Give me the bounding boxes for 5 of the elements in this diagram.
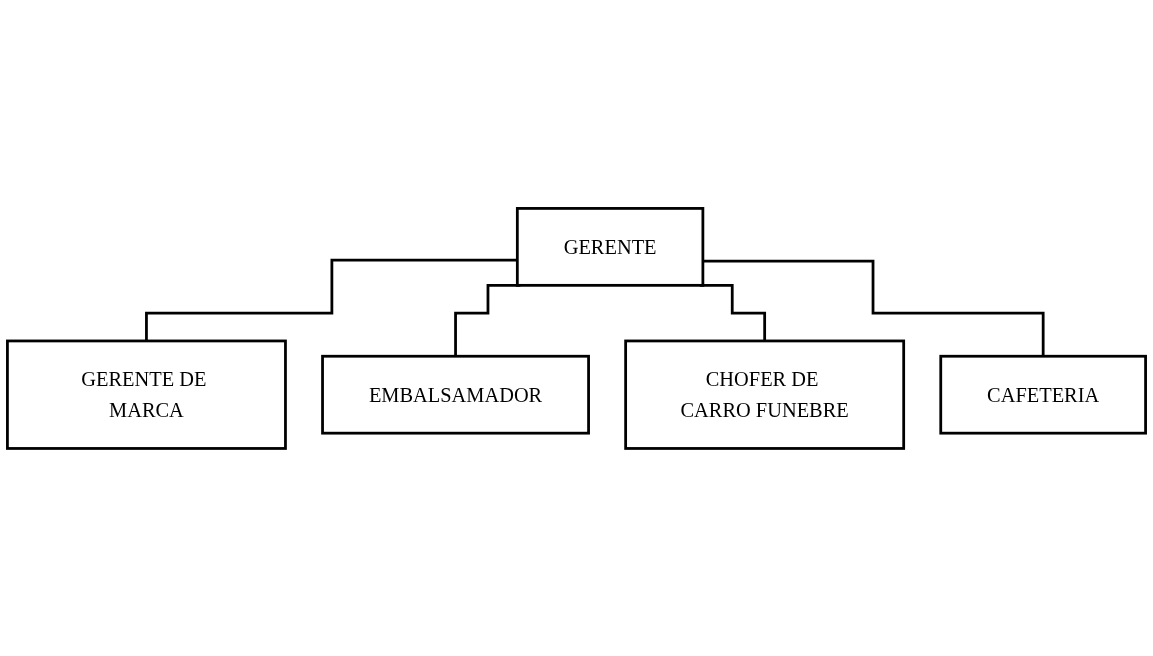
node-box: EMBALSAMADOR: [321, 354, 590, 435]
node-box: GERENTE DE MARCA: [6, 339, 287, 450]
node-box: CAFETERIA: [939, 354, 1147, 435]
node-box: CHOFER DE CARRO FUNEBRE: [624, 339, 906, 450]
node-box: GERENTE: [515, 206, 705, 287]
